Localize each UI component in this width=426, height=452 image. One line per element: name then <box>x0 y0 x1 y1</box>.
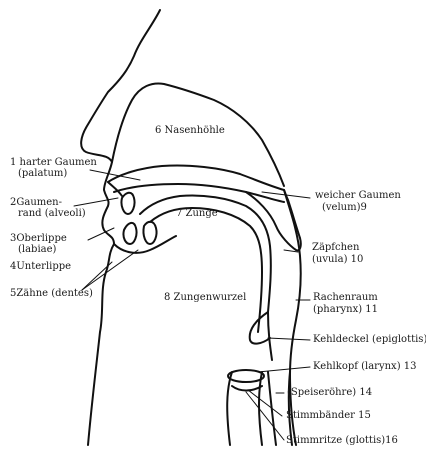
tongue-inner <box>150 208 262 332</box>
lower-tooth-2 <box>143 222 156 244</box>
leader-12 <box>268 338 310 340</box>
larynx-front <box>227 372 232 445</box>
lower-tooth <box>123 223 136 244</box>
label-tongue-root: 8 Zungenwurzel <box>164 292 246 303</box>
leader-2 <box>74 198 118 206</box>
label-hard-palate: 1 harter Gaumen <box>10 157 97 168</box>
label-epiglottis: Kehldeckel (epiglottis)12 <box>313 334 426 345</box>
label-soft-palate-latin: (velum)9 <box>322 202 367 213</box>
label-alveolar-ridge: 2Gaumen- <box>10 197 62 208</box>
label-soft-palate: weicher Gaumen <box>315 190 401 201</box>
label-glottis: Stimmritze (glottis)16 <box>286 435 398 446</box>
label-uvula-latin: (uvula) 10 <box>312 254 363 265</box>
label-uvula: Zäpfchen <box>312 242 359 253</box>
leader-5a <box>82 262 112 290</box>
label-hard-palate-latin: (palatum) <box>18 168 67 179</box>
label-pharynx-latin: (pharynx) 11 <box>313 304 378 315</box>
leader-15 <box>248 390 282 416</box>
label-teeth: 5Zähne (dentes) <box>10 288 93 299</box>
upper-gum <box>108 182 122 196</box>
pharynx-back-wall <box>284 190 301 445</box>
upper-tooth <box>121 193 134 214</box>
face-profile-outline <box>81 10 160 445</box>
label-tongue: 7 Zunge <box>176 208 218 219</box>
label-esophagus: (Speiseröhre) 14 <box>287 387 372 398</box>
leader-16 <box>246 392 284 440</box>
leader-3 <box>88 228 114 240</box>
vocal-folds <box>232 386 262 391</box>
label-lower-lip: 4Unterlippe <box>10 261 71 272</box>
tongue <box>140 195 272 360</box>
hard-palate-inner <box>114 184 284 202</box>
label-larynx: Kehlkopf (larynx) 13 <box>313 361 417 372</box>
label-vocal-cords: Stimmbänder 15 <box>286 410 371 421</box>
label-upper-lip-latin: (labiae) <box>18 244 56 255</box>
label-alveolar-ridge-latin: rand (alveoli) <box>18 208 86 219</box>
label-pharynx: Rachenraum <box>313 292 378 303</box>
label-upper-lip: 3Oberlippe <box>10 233 67 244</box>
label-nasal-cavity: 6 Nasenhöhle <box>155 125 225 136</box>
leader-13 <box>258 367 310 372</box>
